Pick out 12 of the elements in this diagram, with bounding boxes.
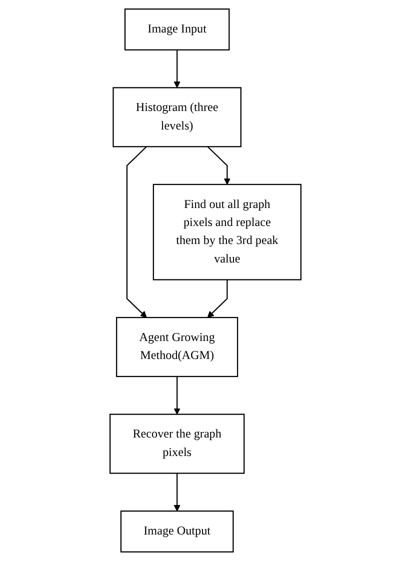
arrow (207, 280, 228, 318)
arrow (207, 146, 231, 185)
node-box: Find out all graph pixels and replace them by the 3rd peak value (152, 184, 302, 280)
node-box: Agent Growing Method(AGM) (116, 316, 238, 378)
arrow (174, 50, 180, 88)
node-box: Image Output (120, 510, 234, 552)
arrow (126, 146, 147, 318)
node-box: Image Input (124, 8, 230, 50)
arrow (174, 473, 180, 512)
arrow (174, 376, 180, 415)
node-box: Histogram (three levels) (112, 87, 242, 148)
node-box: Recover the graph pixels (110, 414, 245, 474)
